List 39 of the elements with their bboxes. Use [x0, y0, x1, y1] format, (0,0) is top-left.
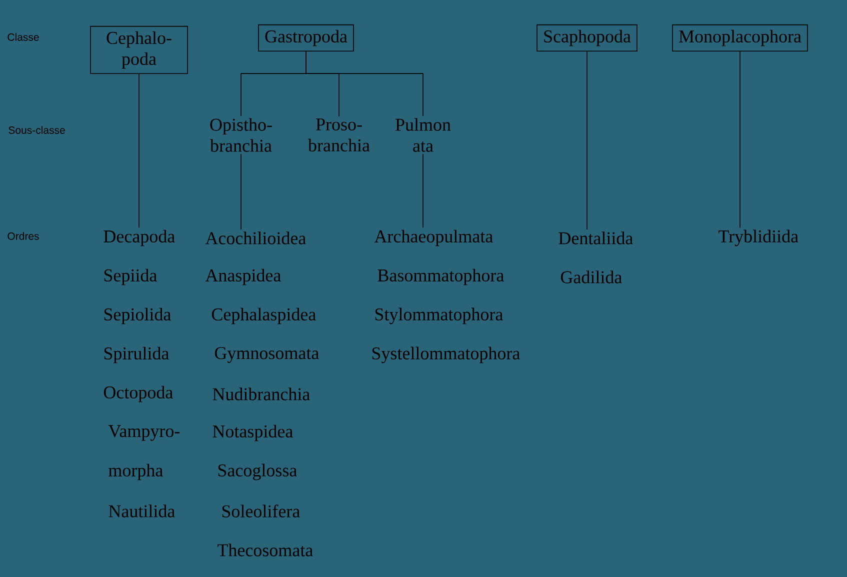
order-label: Anaspidea — [205, 268, 281, 286]
order-label: Systellommatophora — [372, 346, 520, 364]
level-label: Ordres — [8, 232, 39, 240]
order-label: Sacoglossa — [218, 464, 297, 480]
class-box: Scaphopoda — [536, 24, 638, 52]
subclass-label: Pulmon ata — [396, 118, 451, 152]
order-label: Cephalaspidea — [212, 308, 316, 324]
class-box: Gastropoda — [258, 24, 354, 52]
class-box: Cephalo- poda — [90, 26, 188, 74]
order-label: Gymnosomata — [214, 347, 319, 363]
connector-line — [422, 154, 424, 228]
order-label: Tryblidiida — [718, 230, 798, 246]
level-label: Classe — [8, 33, 39, 41]
order-label: Nudibranchia — [212, 388, 310, 400]
order-label: Sepiolida — [104, 308, 171, 324]
connector-line — [240, 154, 242, 230]
order-label: Spirulida — [104, 346, 169, 364]
order-label: Nautilida — [108, 504, 175, 518]
order-label: Dentaliida — [558, 232, 633, 244]
connector-line — [586, 51, 588, 230]
order-label: Thecosomata — [218, 544, 313, 556]
order-label: Notaspidea — [212, 424, 293, 442]
subclass-label: Opistho- branchia — [210, 118, 272, 152]
order-label: Vampyro- — [108, 425, 180, 441]
order-label: morpha — [108, 464, 163, 480]
order-label: Basommatophora — [378, 268, 504, 286]
order-label: Stylommatophora — [375, 308, 503, 324]
order-label: Gadilida — [560, 270, 622, 284]
level-label: Sous-classe — [8, 126, 65, 134]
connector-line — [138, 74, 140, 228]
order-label: Soleolifera — [222, 504, 300, 518]
order-label: Decapoda — [104, 230, 175, 246]
order-label: Acochilioidea — [205, 232, 306, 244]
subclass-label: Proso- branchia — [308, 118, 370, 152]
connector-line — [306, 51, 424, 116]
order-label: Archaeopulmata — [374, 230, 493, 246]
order-label: Octopoda — [104, 386, 173, 402]
order-label: Sepiida — [104, 268, 157, 286]
class-box: Monoplacophora — [672, 24, 808, 52]
